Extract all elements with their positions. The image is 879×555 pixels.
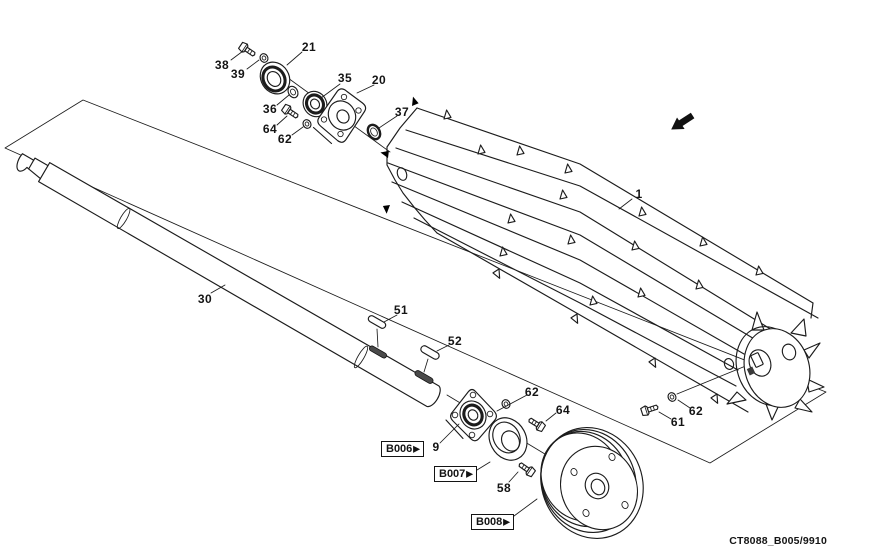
key-51	[367, 315, 387, 329]
callout-36: 36	[262, 102, 278, 116]
callout-51: 51	[393, 303, 409, 317]
ref-box-b006[interactable]: B006▶	[381, 441, 424, 457]
callout-9: 9	[432, 440, 440, 454]
callout-61: 61	[670, 415, 686, 429]
callout-64-mid: 64	[555, 403, 571, 417]
leader-lines	[210, 50, 691, 517]
pulley-b008	[540, 427, 644, 539]
seal-housing-21	[259, 61, 291, 95]
reference-plane-outline	[4, 99, 827, 464]
callout-62-right: 62	[688, 404, 704, 418]
callout-30: 30	[197, 292, 213, 306]
bolt-61	[639, 401, 660, 418]
ref-box-b006-label: B006	[386, 443, 413, 455]
callout-38: 38	[214, 58, 230, 72]
callout-35: 35	[337, 71, 353, 85]
callout-21: 21	[301, 40, 317, 54]
bearing-cover-b007	[488, 417, 528, 461]
ref-box-b007[interactable]: B007▶	[434, 466, 477, 482]
drum-rotor-1	[379, 95, 825, 421]
drum-end-disc	[726, 311, 825, 421]
bolt-58	[516, 459, 537, 479]
callout-58: 58	[496, 481, 512, 495]
callout-39: 39	[230, 67, 246, 81]
ref-arrow-icon: ▶	[503, 516, 510, 527]
keyway-slot-52	[414, 370, 434, 384]
rasp-bars	[387, 107, 819, 413]
key-52	[420, 345, 440, 360]
figure-code: CT8088_B005/9910	[729, 535, 827, 547]
callout-1: 1	[635, 187, 643, 201]
ref-box-b007-label: B007	[439, 468, 466, 480]
washer-62-top	[300, 117, 314, 131]
oring-37	[366, 123, 382, 141]
callout-62-mid: 62	[524, 385, 540, 399]
ref-arrow-icon: ▶	[413, 443, 420, 454]
flange-bearing-unit-9	[445, 388, 497, 442]
keyway-slot-51	[369, 345, 387, 359]
callout-52: 52	[447, 334, 463, 348]
ref-box-b008-label: B008	[476, 516, 503, 528]
callout-62-top: 62	[277, 132, 293, 146]
ref-box-b008[interactable]: B008▶	[471, 514, 514, 530]
callout-64-top: 64	[262, 122, 278, 136]
drum-shaft-30	[16, 153, 441, 408]
spacer-ring-36	[287, 85, 299, 99]
callout-20: 20	[371, 73, 387, 87]
direction-arrow-icon	[671, 112, 695, 130]
bolt-64-top	[280, 102, 301, 122]
washer-62-right	[665, 390, 679, 404]
bearing-housing-20	[312, 88, 367, 145]
drum-left-end-plate	[379, 95, 438, 234]
callout-37: 37	[394, 105, 410, 119]
ref-arrow-icon: ▶	[466, 468, 473, 479]
bolt-38	[237, 40, 258, 60]
washer-39	[257, 51, 271, 65]
bolt-64-mid	[526, 414, 547, 434]
